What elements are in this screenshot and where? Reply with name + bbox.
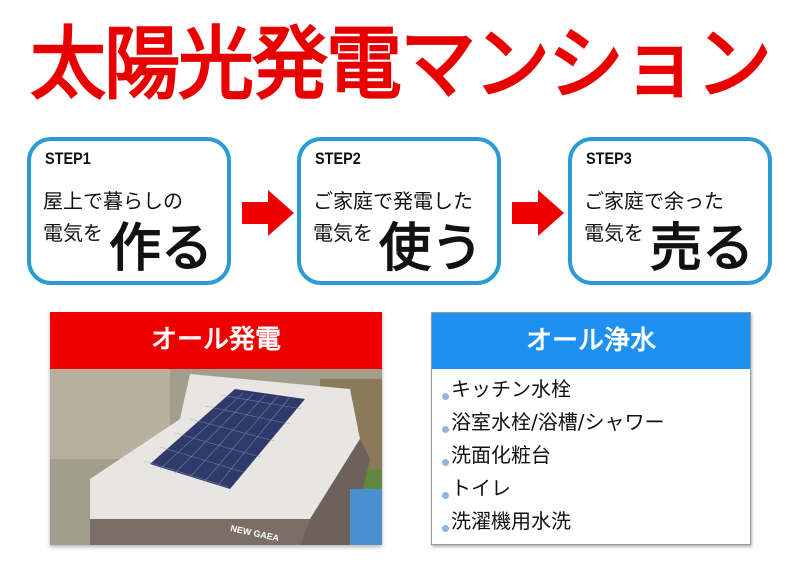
bullet-icon [442,393,449,400]
list-item: トイレ [442,472,750,505]
step-verb: 使う [378,219,483,279]
step-verb: 作る [108,219,213,279]
all-power-panel: オール発電 NEW GAEA [50,312,382,545]
step-2-box: STEP2 ご家庭で発電した 電気を 使う [297,137,501,285]
list-item: キッチン水栓 [442,373,750,406]
building-photo: NEW GAEA [50,369,382,545]
step-label: STEP1 [45,149,91,168]
list-item: 洗濯機用水洗 [442,505,750,538]
arrow-right-icon [242,190,294,236]
step-label: STEP2 [315,149,361,168]
step-verb: 売る [649,219,754,279]
bullet-icon [442,459,449,466]
step-text-line1: ご家庭で発電した [313,189,473,213]
step-1-box: STEP1 屋上で暮らしの 電気を 作る [27,137,231,285]
water-fixture-list: キッチン水栓 浴室水栓/浴槽/シャワー 洗面化粧台 トイレ 洗濯機用水洗 [432,369,750,538]
step-3-box: STEP3 ご家庭で余った 電気を 売る [568,137,772,285]
page-title: 太陽光発電マンション [30,16,772,111]
step-text-line1: ご家庭で余った [584,189,724,213]
list-item: 洗面化粧台 [442,439,750,472]
all-water-header: オール浄水 [432,313,750,369]
bullet-icon [442,525,449,532]
solar-building-illustration: NEW GAEA [50,369,382,545]
arrow-right-icon [512,190,564,236]
step-label: STEP3 [586,149,632,168]
bullet-icon [442,426,449,433]
list-item: 浴室水栓/浴槽/シャワー [442,406,750,439]
step-text-line1: 屋上で暮らしの [43,189,183,213]
all-water-panel: オール浄水 キッチン水栓 浴室水栓/浴槽/シャワー 洗面化粧台 トイレ 洗濯機用… [431,312,751,545]
all-power-header: オール発電 [50,312,382,369]
step-text-line2: 電気を [43,221,103,245]
step-text-line2: 電気を [584,221,644,245]
step-text-line2: 電気を [313,221,373,245]
bullet-icon [442,492,449,499]
